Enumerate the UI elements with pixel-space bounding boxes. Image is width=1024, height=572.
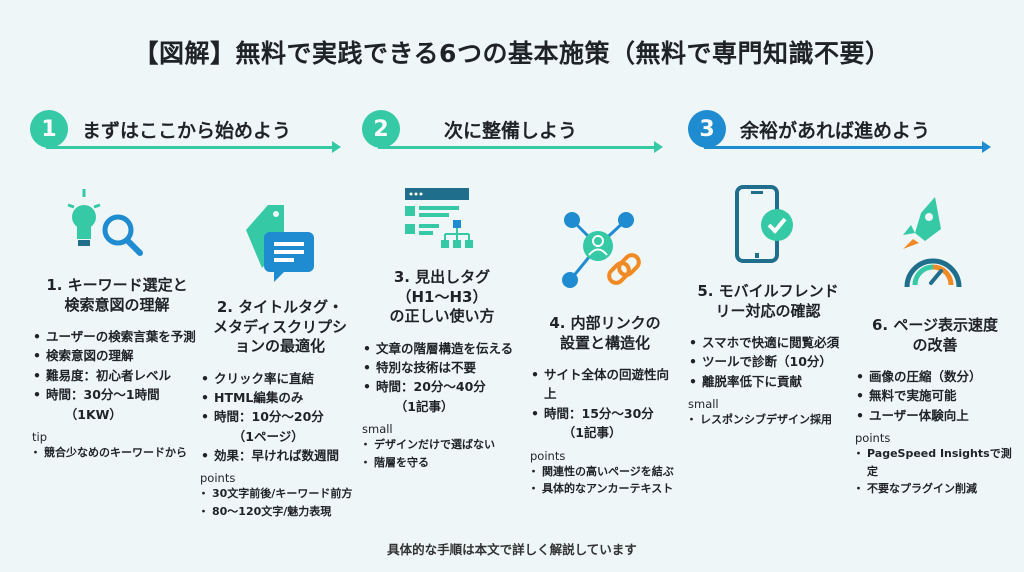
network-link-icon <box>562 212 641 288</box>
item-1: 1. キーワード選定と 検索意図の理解ユーザーの検索言葉を予測検索意図の理解難易… <box>30 276 202 462</box>
bullet-item: サイト全体の回遊性向 上 <box>530 365 680 404</box>
tag-chat-icon <box>246 205 314 282</box>
sub-item: 階層を守る <box>360 454 522 472</box>
bullet-item: ユーザー体験向上 <box>855 406 1015 426</box>
bullet-list: スマホで快適に閲覧必須ツールで診断（10分）離脱率低下に貢献 <box>688 333 848 392</box>
item-title: 1. キーワード選定と 検索意図の理解 <box>46 276 188 314</box>
arrow-line <box>704 146 986 149</box>
bullet-item: ユーザーの検索言葉を予測 <box>32 327 202 347</box>
phase-number: 1 <box>30 110 68 148</box>
bullet-list: ユーザーの検索言葉を予測検索意図の理解難易度：初心者レベル時間：30分〜1時間 … <box>32 327 202 424</box>
bullet-item: スマホで快適に閲覧必須 <box>688 333 848 353</box>
bullet-item: 時間：15分〜30分 （1記事） <box>530 404 680 443</box>
bullet-list: クリック率に直結HTML編集のみ時間：10分〜20分 （1ページ）効果：早ければ… <box>200 369 360 466</box>
phase-number: 3 <box>688 110 726 148</box>
bullet-item: 画像の圧縮（数分） <box>855 367 1015 387</box>
bullet-item: HTML編集のみ <box>200 388 360 408</box>
arrow-line <box>378 146 658 149</box>
bullet-item: ツールで診断（10分） <box>688 352 848 372</box>
sub-list: レスポンシブデザイン採用 <box>686 411 848 429</box>
section-label: tip <box>32 429 48 444</box>
phase-3: 3 余裕があれば進めよう <box>688 110 991 154</box>
arrow-head-icon <box>332 141 341 153</box>
arrow-line <box>46 146 336 149</box>
sub-item: 80〜120文字/魅力表現 <box>198 503 360 521</box>
bullet-item: クリック率に直結 <box>200 369 360 389</box>
sub-item: 不要なプラグイン削減 <box>853 480 1015 498</box>
bullet-item: 効果：早ければ数週間 <box>200 446 360 466</box>
rocket-speedometer-icon <box>903 197 962 288</box>
sub-list: PageSpeed Insightsで測定不要なプラグイン削減 <box>853 445 1015 498</box>
bullet-item: 時間：30分〜1時間 （1KW） <box>32 385 202 424</box>
bullet-item: 離脱率低下に貢献 <box>688 372 848 392</box>
phase-2: 2 次に整備しよう <box>362 110 663 154</box>
sub-item: 30文字前後/キーワード前方 <box>198 485 360 503</box>
sub-item: 関連性の高いページを結ぶ <box>528 463 680 481</box>
bullet-item: 時間：10分〜20分 （1ページ） <box>200 407 360 446</box>
bullet-item: 難易度：初心者レベル <box>32 366 202 386</box>
sub-item: PageSpeed Insightsで測定 <box>853 445 1015 480</box>
arrow-head-icon <box>982 141 991 153</box>
arrow-head-icon <box>654 141 663 153</box>
section-label: small <box>688 397 719 412</box>
bullet-list: 文章の階層構造を伝える特別な技術は不要時間：20分〜40分 （1記事） <box>362 339 522 417</box>
sub-item: 具体的なアンカーテキスト <box>528 480 680 498</box>
section-label: points <box>200 471 236 486</box>
item-3: 3. 見出しタグ （H1〜H3） の正しい使い方文章の階層構造を伝える特別な技術… <box>360 268 522 472</box>
item-title: 3. 見出しタグ （H1〜H3） の正しい使い方 <box>389 268 495 325</box>
phase-number: 2 <box>362 110 400 148</box>
item-2: 2. タイトルタグ・ メタディスクリプシ ョンの最適化クリック率に直結HTML編… <box>198 298 360 521</box>
bullet-list: 画像の圧縮（数分）無料で実施可能ユーザー体験向上 <box>855 367 1015 426</box>
item-title: 5. モバイルフレンド リー対応の確認 <box>697 282 839 320</box>
phase-label: 次に整備しよう <box>444 120 578 142</box>
sub-list: デザインだけで選ばない階層を守る <box>360 436 522 472</box>
heading-hierarchy-icon <box>405 188 473 248</box>
smartphone-check-icon <box>735 185 793 263</box>
item-title: 4. 内部リンクの 設置と構造化 <box>549 314 661 352</box>
bullet-item: 特別な技術は不要 <box>362 358 522 378</box>
sub-item: レスポンシブデザイン採用 <box>686 411 848 429</box>
bullet-list: サイト全体の回遊性向 上時間：15分〜30分 （1記事） <box>530 365 680 443</box>
bullet-item: 無料で実施可能 <box>855 386 1015 406</box>
phase-label: 余裕があれば進めよう <box>740 120 931 142</box>
item-5: 5. モバイルフレンド リー対応の確認スマホで快適に閲覧必須ツールで診断（10分… <box>686 282 848 429</box>
item-4: 4. 内部リンクの 設置と構造化サイト全体の回遊性向 上時間：15分〜30分 （… <box>528 314 680 498</box>
section-label: points <box>855 431 891 446</box>
bullet-item: 検索意図の理解 <box>32 346 202 366</box>
page-title: 【図解】無料で実践できる6つの基本施策（無料で専門知識不要） <box>133 39 891 68</box>
item-title: 6. ページ表示速度 の改善 <box>871 316 999 354</box>
section-label: small <box>362 422 393 436</box>
item-title: 2. タイトルタグ・ メタディスクリプシ ョンの最適化 <box>213 298 347 355</box>
phase-1: 1 まずはここから始めよう <box>30 110 341 154</box>
footer-note: 具体的な手順は本文で詳しく解説しています <box>387 542 637 557</box>
sub-list: 競合少なめのキーワードから <box>30 444 202 462</box>
section-label: points <box>530 448 566 463</box>
item-6: 6. ページ表示速度 の改善画像の圧縮（数分）無料で実施可能ユーザー体験向上 po… <box>853 316 1015 498</box>
bullet-item: 文章の階層構造を伝える <box>362 339 522 359</box>
sub-item: デザインだけで選ばない <box>360 436 522 454</box>
sub-list: 関連性の高いページを結ぶ具体的なアンカーテキスト <box>528 463 680 498</box>
lightbulb-search-icon <box>67 189 143 256</box>
sub-item: 競合少なめのキーワードから <box>30 444 202 462</box>
phase-label: まずはここから始めよう <box>82 120 292 142</box>
sub-list: 30文字前後/キーワード前方80〜120文字/魅力表現 <box>198 485 360 521</box>
bullet-item: 時間：20分〜40分 （1記事） <box>362 377 522 416</box>
